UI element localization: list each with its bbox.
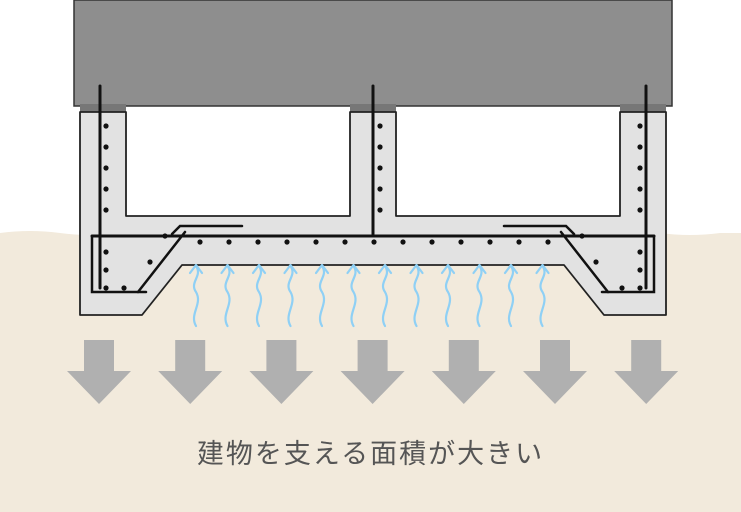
moisture-arrowhead bbox=[377, 263, 393, 275]
rebar-dot bbox=[593, 259, 599, 265]
moisture-arrow-icon bbox=[507, 264, 515, 328]
rebar-dot bbox=[371, 239, 377, 245]
moisture-arrow-icon bbox=[381, 264, 389, 328]
rebar-dot bbox=[121, 285, 127, 291]
moisture-arrow-icon bbox=[539, 264, 546, 328]
moisture-arrowhead bbox=[251, 263, 267, 275]
rebar-dot bbox=[637, 249, 643, 255]
moisture-arrow-icon bbox=[444, 264, 452, 328]
rebar-dot bbox=[313, 239, 319, 245]
rebar-dot bbox=[226, 239, 232, 245]
moisture-arrowhead bbox=[188, 263, 204, 275]
rebar-dot bbox=[579, 233, 585, 239]
rebar-dot bbox=[255, 239, 261, 245]
rebar-dot bbox=[637, 267, 643, 273]
moisture-arrow-icon bbox=[318, 264, 326, 328]
moisture-arrow-icon bbox=[413, 264, 420, 328]
load-arrow-icon bbox=[158, 340, 223, 404]
moisture-arrowhead bbox=[314, 263, 330, 275]
load-arrow-icon bbox=[249, 340, 314, 404]
load-arrow-icon bbox=[67, 340, 131, 404]
rebar-dot bbox=[284, 239, 290, 245]
rebar-dot bbox=[342, 239, 348, 245]
rebar-dot bbox=[637, 186, 643, 192]
rebar-dot bbox=[400, 239, 406, 245]
rebar-dot bbox=[637, 123, 643, 129]
moisture-arrow-icon bbox=[255, 264, 263, 328]
rebar-dot bbox=[103, 165, 109, 171]
moisture-arrow-icon bbox=[192, 264, 200, 328]
rebar-dot bbox=[162, 233, 168, 239]
rebar-dot bbox=[637, 144, 643, 150]
rebar-dot bbox=[637, 285, 643, 291]
moisture-arrowhead bbox=[472, 263, 487, 275]
rebar-dot bbox=[103, 285, 109, 291]
rebar-dot bbox=[377, 144, 383, 150]
rebar-dot bbox=[103, 207, 109, 213]
moisture-arrowhead bbox=[535, 263, 550, 275]
moisture-arrow-icon bbox=[224, 264, 231, 328]
moisture-arrows bbox=[188, 263, 550, 328]
moisture-arrowhead bbox=[440, 263, 456, 275]
rebar-dot bbox=[377, 165, 383, 171]
rebar-dot bbox=[545, 239, 551, 245]
load-arrows bbox=[67, 340, 679, 404]
load-arrow-icon bbox=[523, 340, 587, 404]
rebar-dot bbox=[619, 285, 625, 291]
load-arrow-icon bbox=[340, 340, 405, 404]
load-arrow-icon bbox=[431, 340, 496, 404]
rebar-dot bbox=[429, 239, 435, 245]
moisture-arrowhead bbox=[283, 263, 298, 275]
moisture-arrow-icon bbox=[476, 264, 483, 328]
rebar-dot bbox=[637, 165, 643, 171]
rebar-dot bbox=[103, 249, 109, 255]
moisture-arrowhead bbox=[220, 263, 235, 275]
rebar-dot bbox=[377, 186, 383, 192]
rebar-dot bbox=[103, 144, 109, 150]
rebar-dot bbox=[103, 186, 109, 192]
rebar-dot bbox=[103, 123, 109, 129]
rebar-dot bbox=[487, 239, 493, 245]
moisture-arrowhead bbox=[346, 263, 361, 275]
rebar-dot bbox=[516, 239, 522, 245]
rebar-cross-sections bbox=[103, 123, 643, 291]
rebar-dot bbox=[147, 259, 153, 265]
rebar-dot bbox=[637, 207, 643, 213]
moisture-arrowhead bbox=[409, 263, 424, 275]
moisture-arrow-icon bbox=[287, 264, 294, 328]
rebar-dot bbox=[103, 267, 109, 273]
moisture-arrowhead bbox=[503, 263, 519, 275]
rebar-dot bbox=[458, 239, 464, 245]
moisture-arrow-icon bbox=[350, 264, 357, 328]
load-arrow-icon bbox=[614, 340, 679, 404]
rebar-dot bbox=[197, 239, 203, 245]
reinforcement-bars bbox=[90, 84, 656, 294]
caption-text: 建物を支える面積が大きい bbox=[196, 439, 545, 470]
rebar-dot bbox=[377, 123, 383, 129]
rebar-dot bbox=[377, 207, 383, 213]
